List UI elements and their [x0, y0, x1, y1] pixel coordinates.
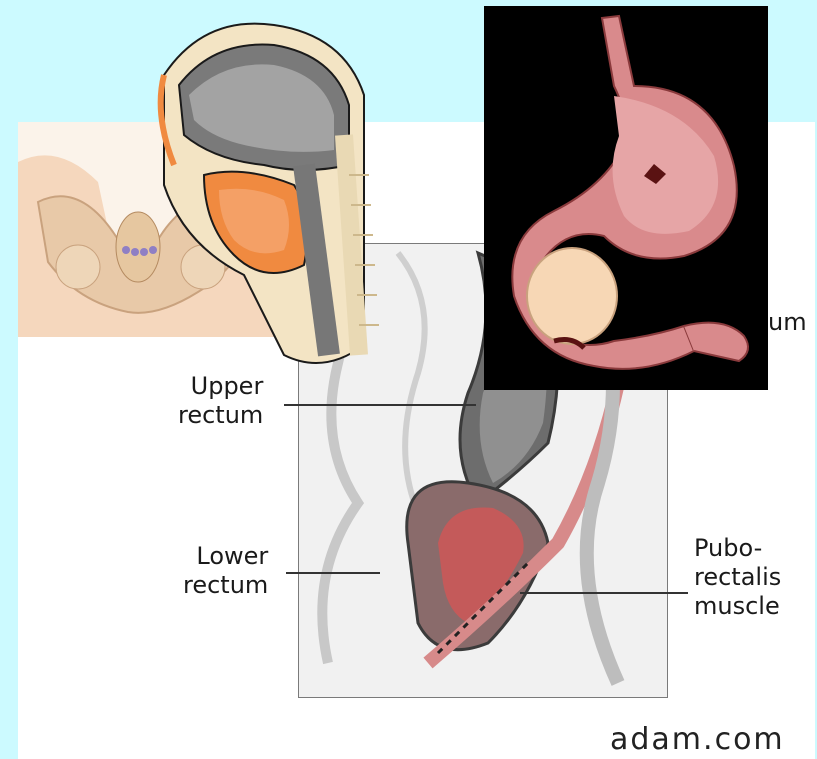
leader-line-upper-rectum	[284, 404, 476, 406]
label-partial: um	[768, 308, 807, 337]
label-upper-rectum: Upper rectum	[178, 372, 263, 430]
label-puborectalis: Pubo- rectalis muscle	[694, 534, 781, 621]
label-lower-rectum: Lower rectum	[183, 542, 268, 600]
watermark: adam.com	[610, 722, 785, 757]
head-sagittal-illustration	[124, 15, 392, 377]
leader-line-puborectalis	[520, 592, 688, 594]
stomach-illustration	[484, 6, 768, 390]
leader-line-lower-rectum	[286, 572, 380, 574]
